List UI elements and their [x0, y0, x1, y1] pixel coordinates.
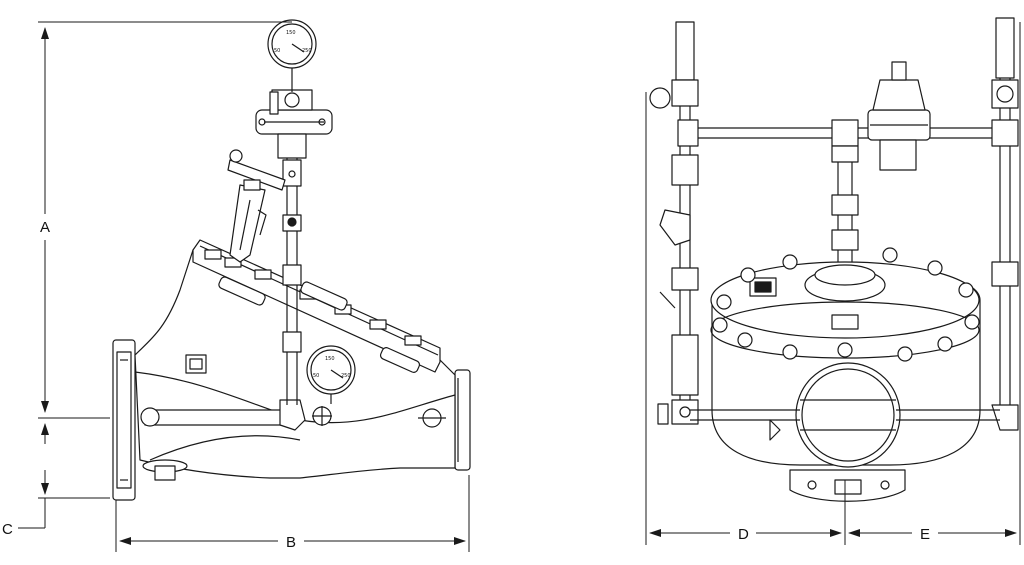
strainer-branch	[227, 149, 286, 263]
side-view	[112, 19, 471, 501]
top-crossover	[677, 119, 1019, 147]
front-view	[649, 17, 1019, 502]
lower-crossover	[690, 409, 1000, 441]
lower-gauge-scale-left: 50	[313, 373, 319, 379]
upper-gauge-scale-top: 150	[286, 30, 296, 36]
dimension-label-a: A	[40, 219, 50, 236]
dimension-label-e: E	[920, 526, 930, 543]
dimension-b	[115, 475, 470, 552]
dimension-label-b: B	[286, 534, 296, 551]
upper-gauge	[267, 19, 317, 92]
dimension-label-d: D	[738, 526, 749, 543]
pilot-tube	[282, 140, 302, 405]
upper-gauge-scale-left: 50	[274, 48, 280, 54]
center-tube	[831, 145, 859, 265]
lower-gauge	[306, 345, 356, 404]
right-riser	[991, 17, 1019, 431]
dimension-c	[18, 423, 110, 529]
outlet-flange	[454, 369, 471, 471]
dimension-label-c: C	[2, 521, 13, 538]
pilot-regulator	[867, 61, 931, 171]
pilot-head	[255, 89, 333, 159]
inlet-flange	[112, 339, 136, 501]
sensing-line	[140, 399, 332, 431]
lower-gauge-scale-right: 250	[341, 373, 351, 379]
dimension-d-e	[645, 22, 1021, 545]
left-riser	[649, 21, 699, 425]
lower-gauge-scale-top: 150	[325, 356, 335, 362]
bonnet-bolts	[712, 247, 980, 362]
front-valve-body	[710, 247, 981, 502]
upper-gauge-scale-right: 250	[302, 48, 312, 54]
dimension-a	[38, 21, 292, 419]
